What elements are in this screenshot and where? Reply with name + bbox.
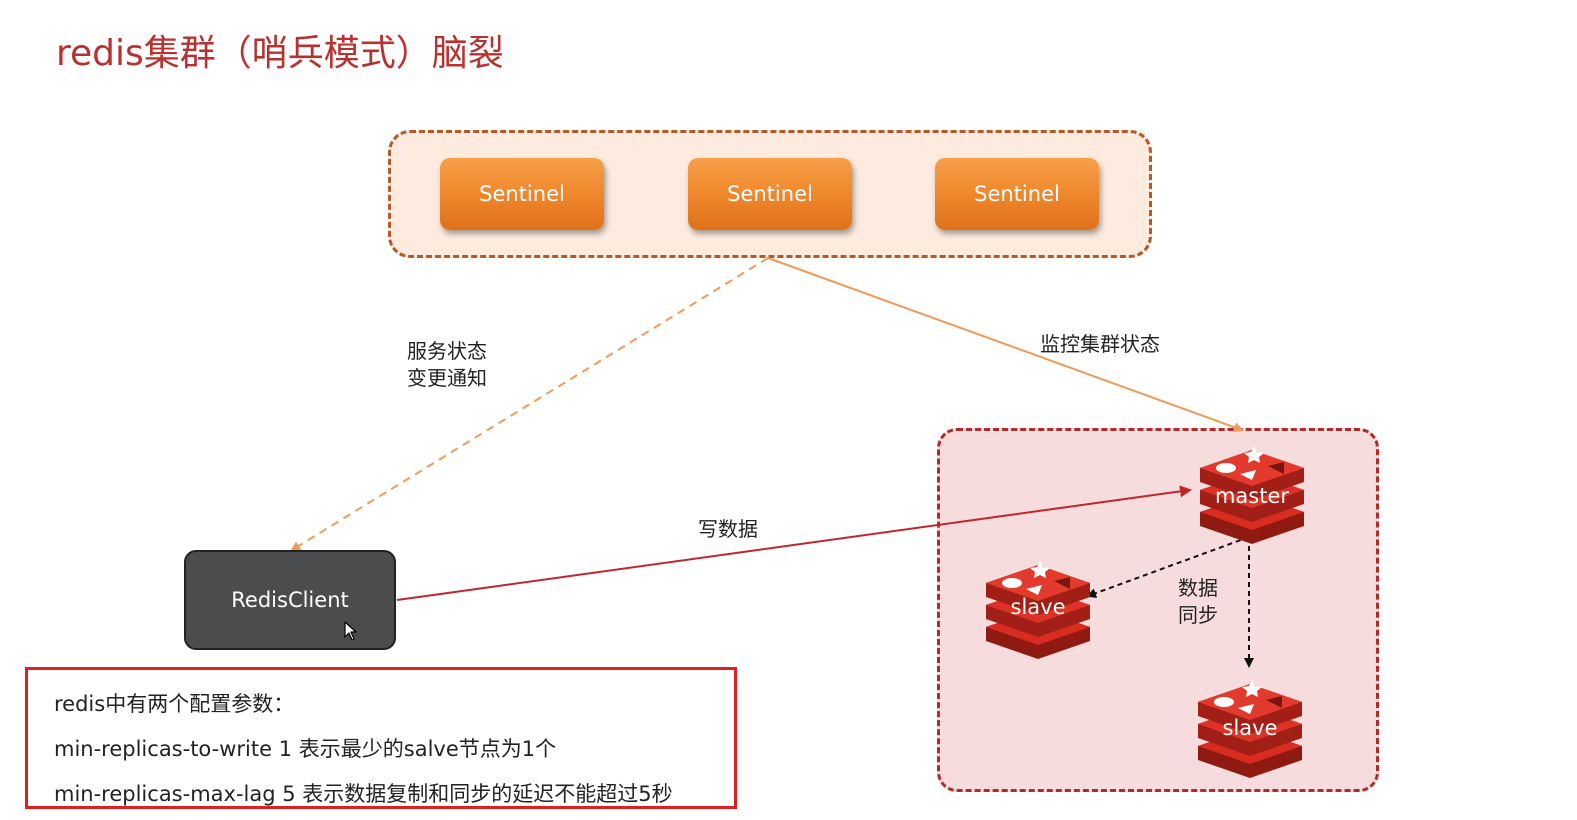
redis-logo-icon bbox=[1198, 680, 1302, 778]
monitor-arrow bbox=[767, 257, 1244, 432]
config-line-min-replicas-max-lag: min-replicas-max-lag 5 表示数据复制和同步的延迟不能超过5… bbox=[54, 782, 673, 806]
sync-label-line2: 同步 bbox=[1178, 603, 1218, 627]
sentinel-node-3: Sentinel bbox=[935, 158, 1099, 230]
page-title: redis集群（哨兵模式）脑裂 bbox=[56, 33, 504, 74]
config-line-min-replicas-to-write: min-replicas-to-write 1 表示最少的salve节点为1个 bbox=[54, 737, 557, 761]
config-heading: redis中有两个配置参数： bbox=[54, 692, 295, 716]
notify-label-line2: 变更通知 bbox=[407, 366, 487, 390]
sentinel-node-1: Sentinel bbox=[440, 158, 604, 230]
notify-arrow bbox=[290, 257, 769, 552]
redis-logo-icon bbox=[1200, 446, 1304, 544]
slave-bottom-label: slave bbox=[1222, 716, 1278, 740]
redis-client-box: RedisClient bbox=[184, 550, 396, 650]
redis-slave-node-left: slave bbox=[982, 553, 1094, 661]
slave-left-label: slave bbox=[1010, 595, 1066, 619]
sync-label-line1: 数据 bbox=[1178, 576, 1218, 600]
notify-label-line1: 服务状态 bbox=[407, 339, 487, 363]
redis-slave-node-bottom: slave bbox=[1194, 672, 1306, 780]
redis-logo-icon bbox=[986, 561, 1090, 659]
sentinel-node-2: Sentinel bbox=[688, 158, 852, 230]
mouse-cursor-icon bbox=[344, 621, 357, 641]
sync-arrow-left bbox=[1086, 536, 1250, 598]
master-label: master bbox=[1214, 484, 1290, 508]
config-params-box: redis中有两个配置参数： min-replicas-to-write 1 表… bbox=[25, 667, 737, 809]
write-arrow bbox=[396, 485, 1192, 601]
monitor-label: 监控集群状态 bbox=[1040, 332, 1160, 356]
redis-master-node: master bbox=[1196, 438, 1308, 546]
write-label: 写数据 bbox=[698, 517, 758, 541]
